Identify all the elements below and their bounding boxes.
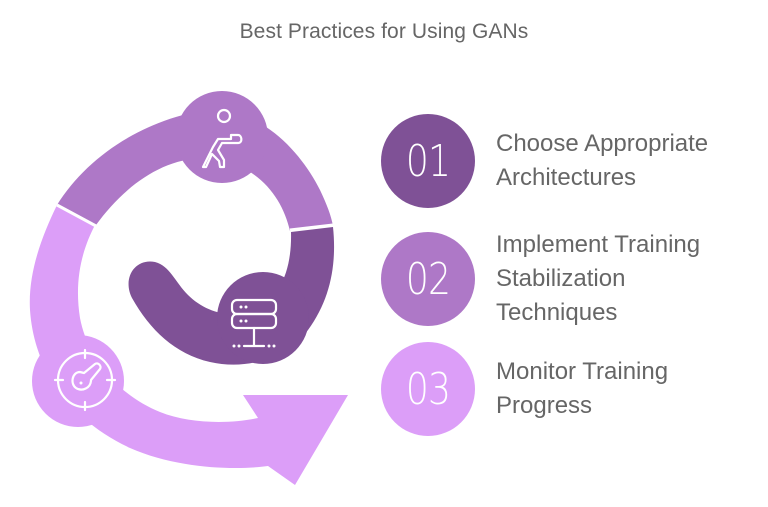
step-number-badge: 01 [381,114,475,208]
step-label-line: Implement Training [496,231,701,258]
step-label-line: Techniques [496,299,618,326]
step-label: Choose Appropriate Architectures [496,127,708,195]
step-02: 02 Implement Training Stabilization Tech… [381,228,700,330]
step-label-line: Choose Appropriate [496,130,709,157]
step-label: Implement Training Stabilization Techniq… [496,228,700,330]
step-label-line: Architectures [496,164,637,191]
page-title: Best Practices for Using GANs [239,20,529,43]
server-network-icon [230,298,278,348]
step-number-badge: 03 [381,342,475,436]
step-01: 01 Choose Appropriate Architectures [381,114,708,208]
target-gauge-icon [53,348,117,412]
step-03: 03 Monitor Training Progress [381,342,668,436]
step-label-line: Stabilization [496,265,626,292]
step-number-badge: 02 [381,232,475,326]
step-number: 03 [405,363,451,415]
step-number: 01 [405,135,451,187]
dark-segment [128,227,335,365]
step-label: Monitor Training Progress [496,355,668,423]
medium-segment [56,91,334,232]
boxing-person-icon [201,108,243,169]
step-label-line: Monitor Training [496,358,669,385]
step-label-line: Progress [496,392,593,419]
step-number: 02 [405,253,451,305]
